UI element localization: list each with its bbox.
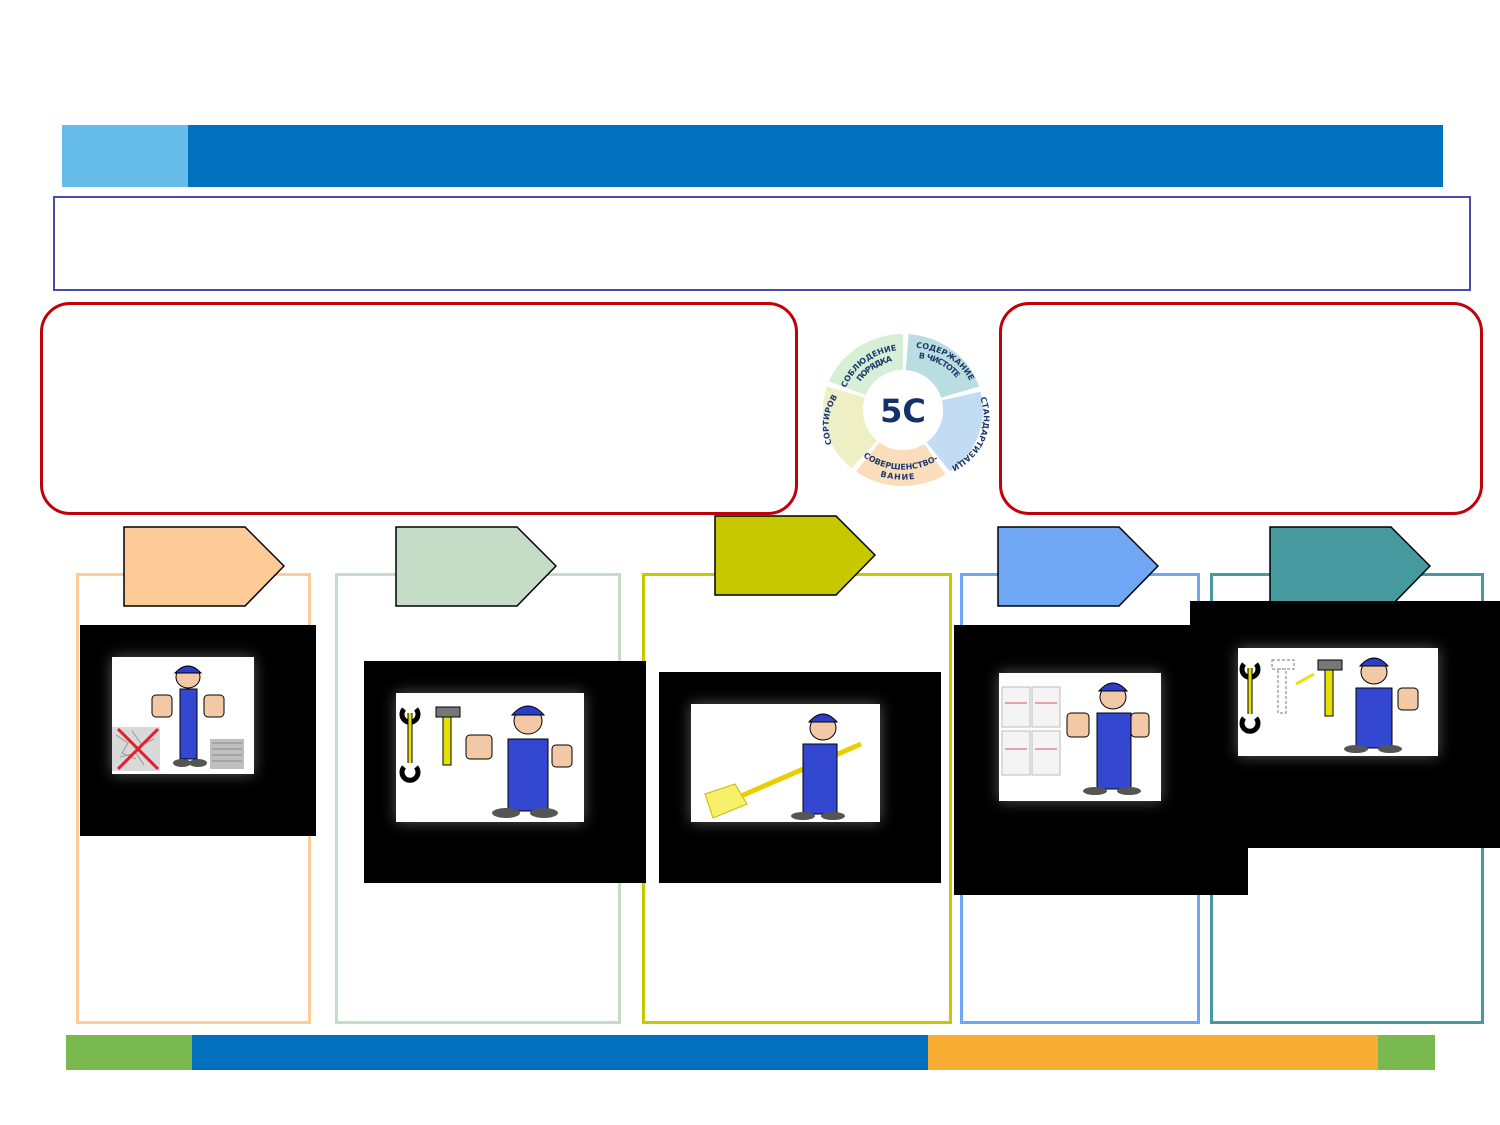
- step-arrow-2: [395, 526, 557, 607]
- footer-bar-orange: [928, 1035, 1378, 1070]
- header-bar: [188, 125, 1443, 187]
- wheel-segment-cleaning: [905, 334, 980, 398]
- step-arrow-1: [123, 526, 285, 607]
- footer-bar-green-right: [1378, 1035, 1435, 1070]
- wheel-segment-sort: [823, 386, 878, 469]
- wheel-segment-improve: [855, 442, 946, 486]
- worker-sorting-icon: [112, 657, 254, 774]
- footer-bar-green-left: [66, 1035, 192, 1070]
- five-s-wheel: 5С СОБЛЮДЕНИЕ ПОРЯДКА СОДЕРЖАНИЕ В ЧИСТО…: [809, 319, 994, 490]
- worker-tools-icon: [396, 693, 584, 822]
- step-arrow-5: [1269, 526, 1431, 607]
- step-1-illustration-frame: [80, 625, 316, 836]
- header-accent-bar: [62, 125, 188, 187]
- worker-standards-icon: [999, 673, 1161, 801]
- worker-sweeping-icon: [691, 704, 880, 822]
- wheel-center-label: 5С: [880, 392, 926, 430]
- step-5-illustration-frame: [1190, 601, 1500, 848]
- step-3-illustration-frame: [659, 672, 941, 883]
- worker-improvement-icon: [1238, 648, 1438, 756]
- wheel-segment-order: [828, 334, 903, 396]
- subtitle-box: [53, 196, 1471, 291]
- footer-bar-blue: [192, 1035, 928, 1070]
- step-arrow-3: [714, 515, 876, 596]
- description-box-right: [999, 302, 1483, 515]
- step-arrow-4: [997, 526, 1159, 607]
- description-box-left: [40, 302, 798, 515]
- wheel-segment-standard: [926, 391, 983, 472]
- step-2-illustration-frame: [364, 661, 646, 883]
